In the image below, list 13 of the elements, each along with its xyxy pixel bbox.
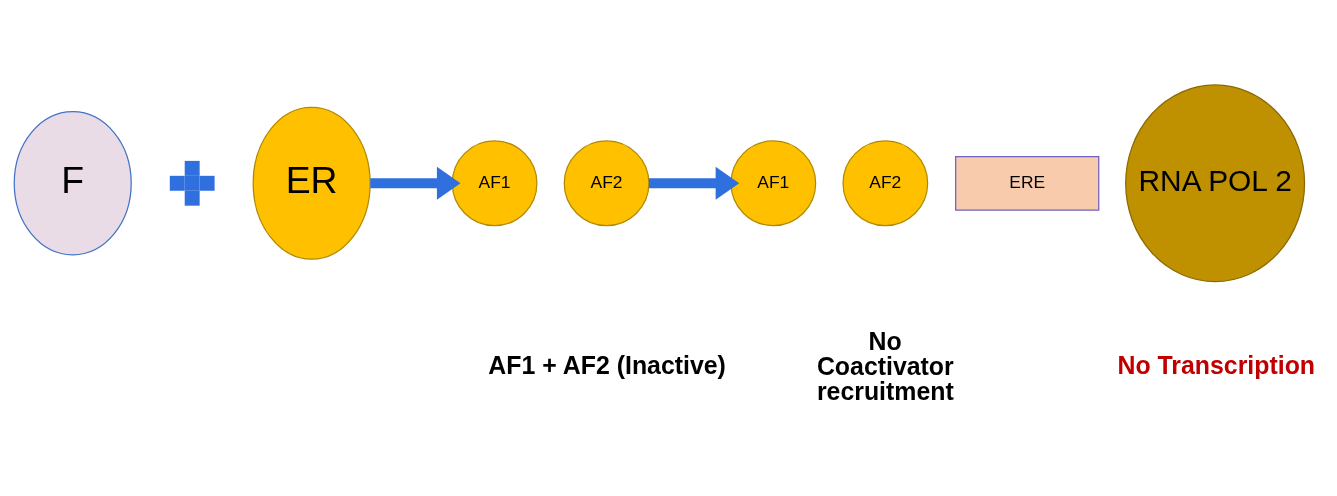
node-ellipse: ER: [252, 106, 371, 260]
node-ellipse: F: [13, 111, 132, 256]
node-circle: RNA POL 2: [1125, 84, 1306, 283]
label: AF1 + AF2 (Inactive): [488, 350, 726, 379]
arrow: [648, 166, 740, 200]
node-circle: AF2: [842, 140, 929, 227]
node-box: ERE: [955, 155, 1100, 211]
label: No Coactivator recruitment: [816, 327, 954, 405]
label: No Transcription: [1117, 350, 1316, 379]
node-circle: AF1: [730, 140, 817, 227]
arrow: [370, 166, 461, 200]
node-circle: AF1: [451, 140, 538, 227]
node-circle: AF2: [563, 140, 650, 227]
